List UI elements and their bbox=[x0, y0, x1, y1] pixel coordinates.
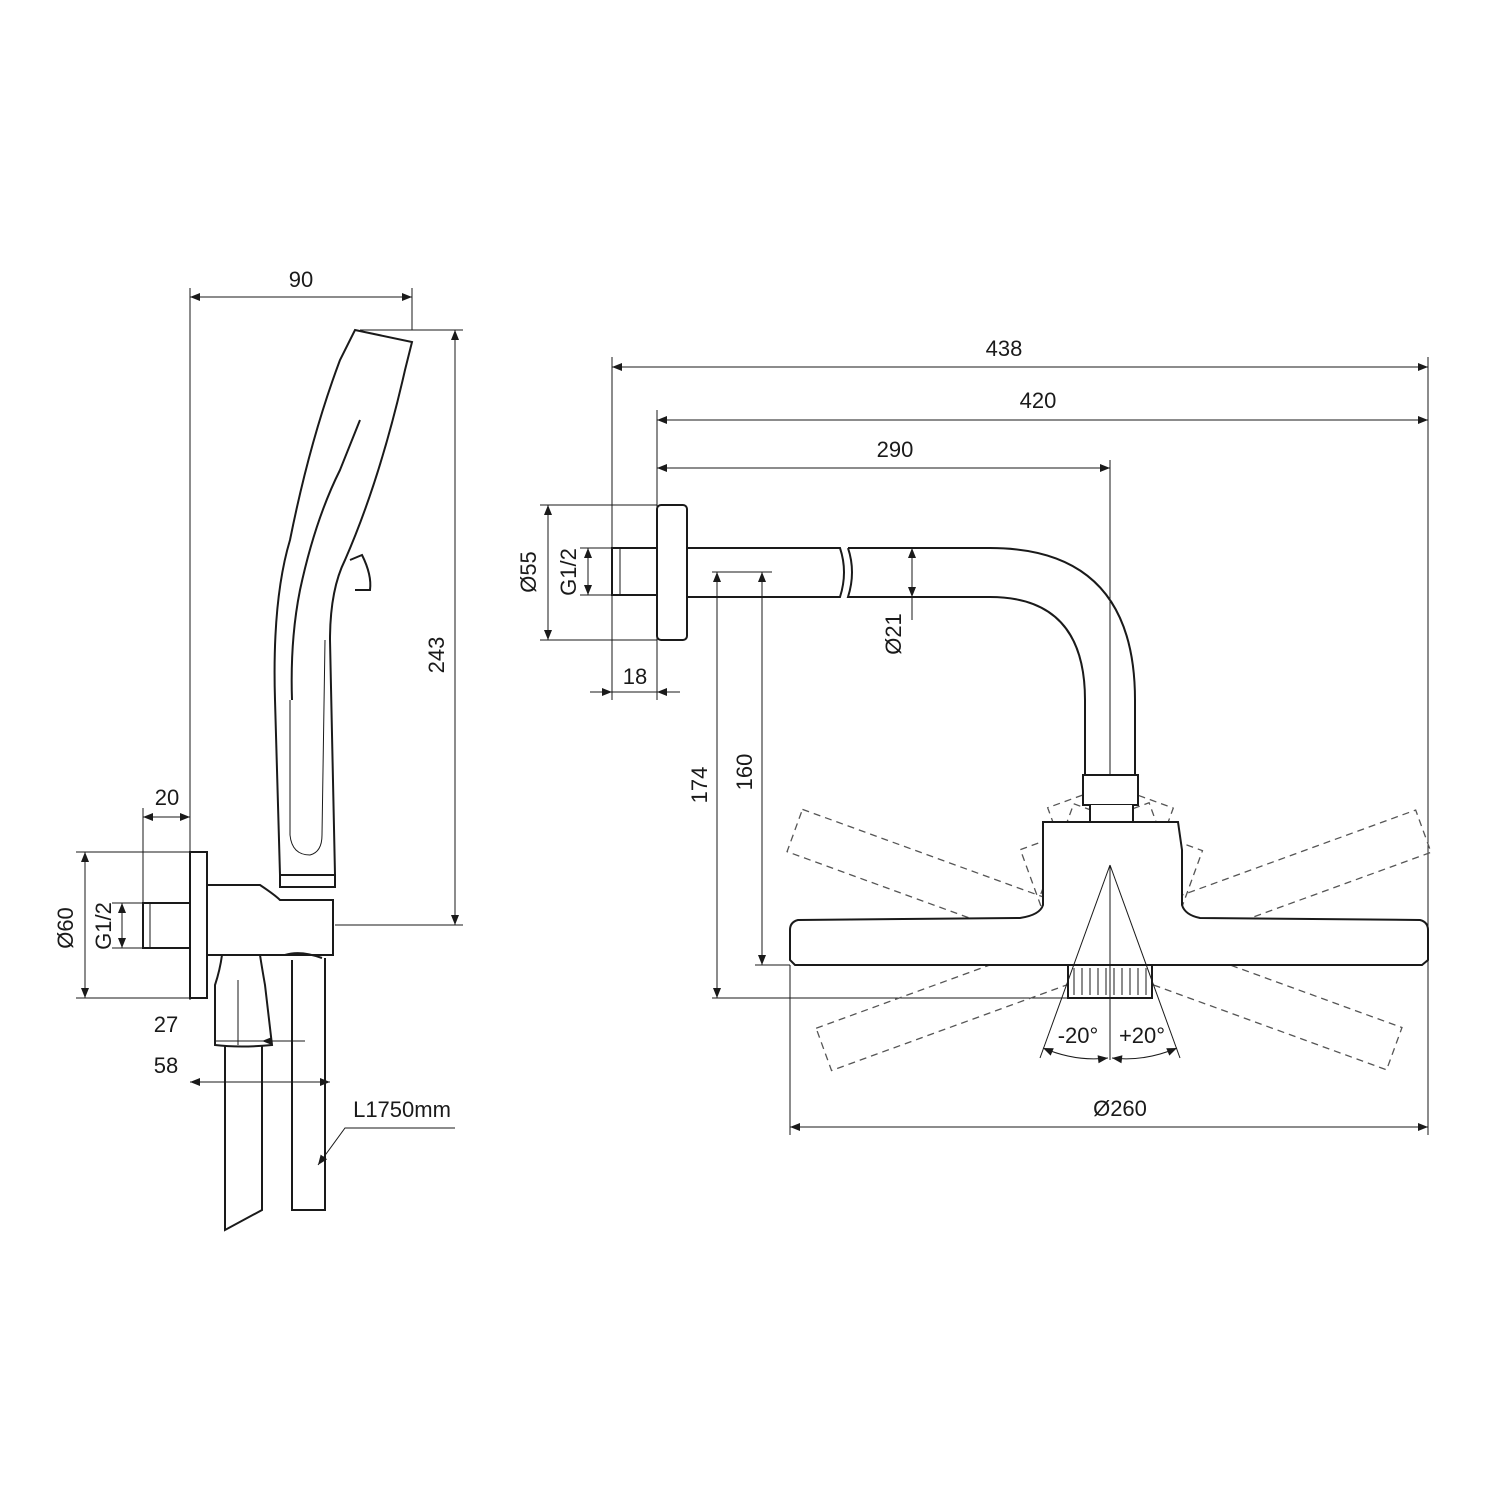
hand-shower-handset bbox=[273, 328, 414, 876]
outlet-offset-label: 27 bbox=[154, 1012, 178, 1037]
arm-reach-label: 290 bbox=[877, 437, 914, 462]
plate-diameter-label: Ø60 bbox=[53, 907, 78, 949]
wall-offset-label: 20 bbox=[155, 785, 179, 810]
hand-shower-drawing: 90 243 20 Ø60 G1/2 bbox=[53, 267, 463, 1232]
total-length-label: 438 bbox=[986, 336, 1023, 361]
thread-connector bbox=[611, 547, 658, 596]
ball-joint bbox=[1082, 774, 1139, 806]
height-label: 243 bbox=[424, 637, 449, 674]
arm-length-label: 420 bbox=[1020, 388, 1057, 413]
head-diameter-label: Ø260 bbox=[1093, 1096, 1147, 1121]
plate-diameter-label: Ø55 bbox=[516, 551, 541, 593]
drop-plate-label: 160 bbox=[732, 754, 757, 791]
thread-length-label: 18 bbox=[623, 664, 647, 689]
drop-total-label: 174 bbox=[687, 767, 712, 804]
pipe-diameter-label: Ø21 bbox=[881, 613, 906, 655]
thread-connector bbox=[142, 902, 191, 949]
thread-label: G1/2 bbox=[556, 548, 581, 596]
tilt-negative-label: -20° bbox=[1058, 1023, 1099, 1048]
depth-label: 58 bbox=[154, 1053, 178, 1078]
wall-plate bbox=[189, 851, 208, 999]
hose-length-label: L1750mm bbox=[353, 1097, 451, 1122]
head-shower-drawing: 438 420 290 Ø55 G1/2 18 Ø21 174 bbox=[516, 336, 1432, 1135]
thread-label: G1/2 bbox=[91, 902, 116, 950]
wall-plate bbox=[656, 504, 688, 641]
width-label: 90 bbox=[289, 267, 313, 292]
tilt-positive-label: +20° bbox=[1119, 1023, 1165, 1048]
shower-head-body bbox=[789, 821, 1429, 966]
shower-arm bbox=[687, 547, 1136, 775]
